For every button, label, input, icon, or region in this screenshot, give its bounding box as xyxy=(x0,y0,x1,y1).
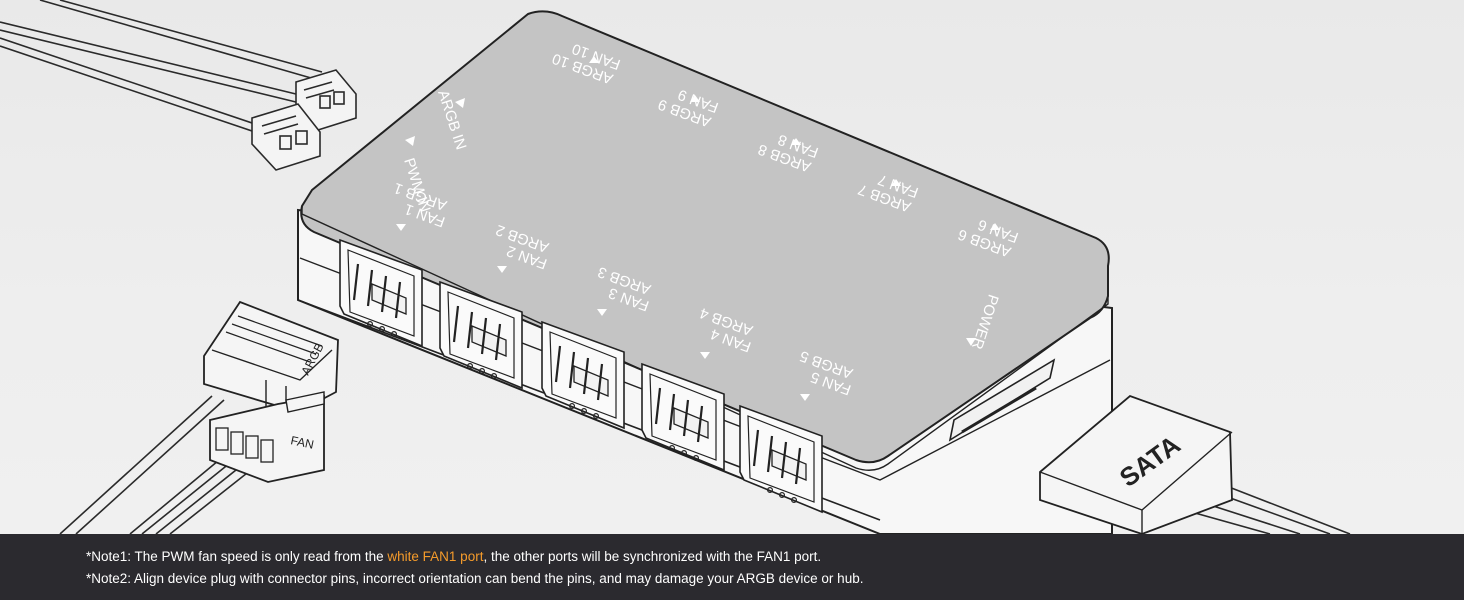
fan-2-arrow-icon xyxy=(497,266,507,273)
fan-header-port xyxy=(339,238,423,348)
argb-in-arrow-icon xyxy=(455,98,465,108)
argb-fan-plugs: ARGB FAN xyxy=(59,300,339,534)
note-1-highlight: white FAN1 port xyxy=(387,549,484,564)
fan-plug-label: FAN xyxy=(289,433,315,452)
fan-4-arrow-icon xyxy=(700,352,710,359)
fan-header-port xyxy=(641,362,725,472)
input-cables xyxy=(0,0,323,134)
argb-6-arrow-icon xyxy=(990,223,1000,230)
argb-9-arrow-icon xyxy=(690,95,700,102)
note-1: *Note1: The PWM fan speed is only read f… xyxy=(86,549,821,564)
fan-5-arrow-icon xyxy=(800,394,810,401)
fan-header-port xyxy=(739,404,823,514)
argb-7-arrow-icon xyxy=(891,179,901,186)
argb-in-plug xyxy=(251,103,321,171)
sata-plug: SATA xyxy=(1039,394,1351,534)
notes-bar: *Note1: The PWM fan speed is only read f… xyxy=(0,534,1464,600)
note-2: *Note2: Align device plug with connector… xyxy=(86,571,864,586)
power-arrow-icon xyxy=(966,338,976,346)
note-1-prefix: *Note1: The PWM fan speed is only read f… xyxy=(86,549,388,564)
note-1-suffix: , the other ports will be synchronized w… xyxy=(483,549,822,564)
hub-diagram: ARGB IN PWM IN ARGB 10 FAN 10 ARGB 9 FAN… xyxy=(0,0,1464,534)
argb-8-arrow-icon xyxy=(791,138,801,145)
fan-header-port xyxy=(439,280,523,390)
fan-header-ports xyxy=(339,238,823,514)
argb-10-arrow-icon xyxy=(589,56,599,63)
fan-3-arrow-icon xyxy=(597,309,607,316)
fan-1-arrow-icon xyxy=(396,224,406,231)
fan-header-port xyxy=(541,320,625,430)
pwm-in-arrow-icon xyxy=(405,136,415,146)
